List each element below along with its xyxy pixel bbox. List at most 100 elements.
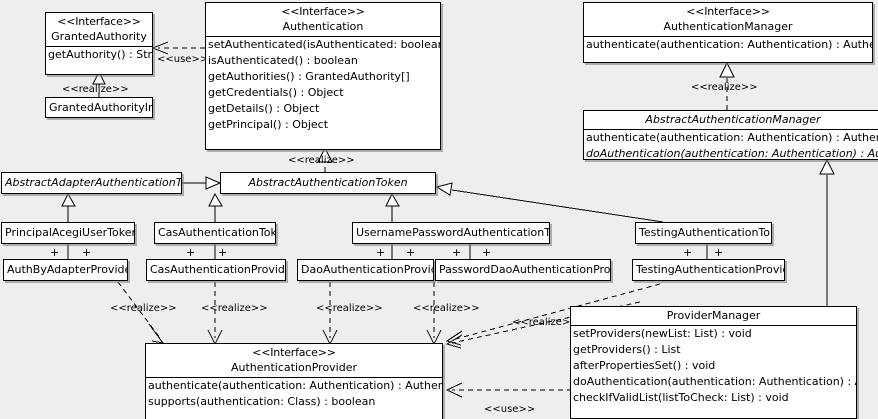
class-header-grantedauthority: <<Interface>> GrantedAuthority bbox=[46, 13, 152, 46]
member-authenticate: authenticate(authentication: Authenticat… bbox=[586, 131, 878, 144]
class-name: PasswordDaoAuthenticationProvider bbox=[439, 263, 611, 276]
class-box-passworddaoauthenticationprovider[interactable]: PasswordDaoAuthenticationProvider bbox=[435, 259, 611, 281]
class-box-casauthenticationprovider[interactable]: CasAuthenticationProvider bbox=[146, 259, 286, 281]
class-members-authenticationprovider: authenticate(authentication: Authenticat… bbox=[146, 378, 442, 410]
edge-label-realize-abstractauthenticationmanager: <<realize>> bbox=[691, 82, 758, 93]
class-name: AbstractAdapterAuthenticationToken bbox=[5, 176, 182, 189]
class-box-abstractauthenticationtoken[interactable]: AbstractAuthenticationToken bbox=[220, 172, 436, 194]
class-members-authenticationmanager: authenticate(authentication: Authenticat… bbox=[584, 37, 872, 53]
assoc-plus-upat-right: + bbox=[406, 246, 416, 259]
class-name: AuthByAdapterProvider bbox=[7, 263, 128, 276]
arrowhead-use-grantedauthority bbox=[151, 41, 169, 55]
arrowhead-realize-providermanager bbox=[445, 334, 463, 349]
assoc-plus-cas-left: + bbox=[186, 246, 196, 259]
edge-label-use-providermanager: <<use>> bbox=[484, 404, 536, 415]
member-authenticate: authenticate(authentication: Authenticat… bbox=[586, 38, 872, 51]
class-members-providermanager: setProviders(newList: List) : void getPr… bbox=[571, 326, 856, 406]
arrowhead-generalize-abstracttoken-testing bbox=[435, 182, 453, 196]
class-header-testingauthenticationprovider: TestingAuthenticationProvider bbox=[633, 260, 784, 280]
assoc-plus-upat2-left: + bbox=[452, 246, 462, 259]
class-header-authbyadapterprovider: AuthByAdapterProvider bbox=[4, 260, 128, 280]
class-separator bbox=[584, 36, 872, 37]
class-box-testingauthenticationtoken[interactable]: TestingAuthenticationToken bbox=[635, 222, 772, 244]
class-box-abstractadapterauthenticationtoken[interactable]: AbstractAdapterAuthenticationToken bbox=[1, 172, 182, 194]
member-getdetails: getDetails() : Object bbox=[208, 102, 320, 115]
assoc-plus-principalacegi-right: + bbox=[82, 246, 92, 259]
class-name: AuthenticationProvider bbox=[230, 361, 358, 374]
class-header-abstractadapterauthenticationtoken: AbstractAdapterAuthenticationToken bbox=[2, 173, 182, 193]
member-isauthenticated: isAuthenticated() : boolean bbox=[208, 54, 358, 67]
member-doauthentication: doAuthentication(authentication: Authent… bbox=[586, 147, 878, 160]
edge-label-use-grantedauthority: <<use>> bbox=[157, 54, 209, 65]
arrowhead-realize-authprovider-testing bbox=[445, 330, 463, 346]
arrowhead-generalize-abstractauthenticationtoken-left bbox=[205, 176, 222, 190]
class-box-grantedauthorityimpl[interactable]: GrantedAuthorityImpl bbox=[45, 97, 153, 118]
class-name: AbstractAuthenticationToken bbox=[248, 176, 408, 189]
assoc-plus-upat-left: + bbox=[376, 246, 386, 259]
class-header-casauthenticationprovider: CasAuthenticationProvider bbox=[147, 260, 285, 280]
class-header-principalacegiusertoken: PrincipalAcegiUserToken bbox=[2, 223, 135, 243]
assoc-plus-upat2-right: + bbox=[482, 246, 492, 259]
class-box-principalacegiusertoken[interactable]: PrincipalAcegiUserToken bbox=[1, 222, 135, 244]
class-box-providermanager[interactable]: ProviderManager setProviders(newList: Li… bbox=[570, 306, 857, 419]
member-setauthenticated: setAuthenticated(isAuthenticated: boolea… bbox=[208, 38, 440, 51]
link-generalize-testingauthenticationtoken bbox=[451, 189, 664, 223]
class-name: UsernamePasswordAuthenticationToken bbox=[356, 226, 550, 239]
class-box-abstractauthenticationmanager[interactable]: AbstractAuthenticationManager authentica… bbox=[583, 110, 878, 160]
class-stereotype: <<Interface>> bbox=[686, 5, 770, 18]
class-separator bbox=[571, 325, 856, 326]
member-getauthorities: getAuthorities() : GrantedAuthority[] bbox=[208, 70, 410, 83]
edge-label-realize-passworddaoauthenticationprovider: <<realize>> bbox=[413, 303, 480, 314]
class-box-authentication[interactable]: <<Interface>> Authentication setAuthenti… bbox=[205, 2, 441, 150]
class-name: AbstractAuthenticationManager bbox=[645, 113, 821, 126]
arrowhead-use-authenticationprovider bbox=[445, 382, 463, 398]
class-name: AuthenticationManager bbox=[663, 20, 793, 33]
class-box-daoauthenticationprovider[interactable]: DaoAuthenticationProvider bbox=[297, 259, 434, 281]
member-checkifvalidlist: checkIfValidList(listToCheck: List) : vo… bbox=[573, 391, 789, 404]
member-authenticate: authenticate(authentication: Authenticat… bbox=[148, 379, 442, 392]
class-name: GrantedAuthorityImpl bbox=[49, 101, 152, 114]
member-getprincipal: getPrincipal() : Object bbox=[208, 118, 329, 131]
arrowhead-realize-authenticationmanager bbox=[719, 61, 735, 78]
arrowhead-generalize-abstractadapter bbox=[61, 192, 76, 207]
class-box-casauthenticationtoken[interactable]: CasAuthenticationToken bbox=[154, 222, 276, 244]
class-box-grantedauthority[interactable]: <<Interface>> GrantedAuthority getAuthor… bbox=[45, 12, 153, 75]
class-box-authenticationprovider[interactable]: <<Interface>> AuthenticationProvider aut… bbox=[145, 343, 443, 419]
class-name: Authentication bbox=[282, 20, 364, 33]
class-members-grantedauthority: getAuthority() : String bbox=[46, 47, 152, 63]
class-members-abstractauthenticationmanager: authenticate(authentication: Authenticat… bbox=[584, 130, 878, 160]
member-afterpropertiesset: afterPropertiesSet() : void bbox=[573, 359, 716, 372]
class-header-casauthenticationtoken: CasAuthenticationToken bbox=[155, 223, 276, 243]
class-name: DaoAuthenticationProvider bbox=[301, 263, 433, 276]
class-header-authentication: <<Interface>> Authentication bbox=[206, 3, 440, 36]
class-name: CasAuthenticationToken bbox=[158, 226, 276, 239]
edge-label-realize-testingauthenticationprovider: <<realize>> bbox=[512, 317, 579, 328]
edge-label-realize-grantedauthorityimpl: <<realize>> bbox=[62, 84, 129, 95]
arrowhead-generalize-abstracttoken-upat bbox=[385, 192, 400, 207]
class-header-authenticationprovider: <<Interface>> AuthenticationProvider bbox=[146, 344, 442, 377]
class-name: GrantedAuthority bbox=[51, 30, 147, 43]
class-header-abstractauthenticationmanager: AbstractAuthenticationManager bbox=[584, 111, 878, 129]
class-separator bbox=[584, 129, 878, 130]
class-name: ProviderManager bbox=[666, 309, 761, 322]
class-box-testingauthenticationprovider[interactable]: TestingAuthenticationProvider bbox=[632, 259, 785, 281]
edge-label-realize-casauthenticationprovider: <<realize>> bbox=[201, 303, 268, 314]
class-header-abstractauthenticationtoken: AbstractAuthenticationToken bbox=[221, 173, 435, 193]
class-stereotype: <<Interface>> bbox=[57, 15, 141, 28]
assoc-plus-testing-left: + bbox=[683, 246, 693, 259]
member-getcredentials: getCredentials() : Object bbox=[208, 86, 344, 99]
edge-label-realize-abstractauthenticationtoken: <<realize>> bbox=[288, 155, 355, 166]
arrowhead-realize-grantedauthority bbox=[92, 70, 106, 85]
class-header-testingauthenticationtoken: TestingAuthenticationToken bbox=[636, 223, 771, 243]
arrowhead-generalize-abstractmanager-right bbox=[819, 158, 835, 175]
class-box-authbyadapterprovider[interactable]: AuthByAdapterProvider bbox=[3, 259, 128, 281]
class-box-authenticationmanager[interactable]: <<Interface>> AuthenticationManager auth… bbox=[583, 2, 873, 63]
class-separator bbox=[206, 36, 440, 37]
member-setproviders: setProviders(newList: List) : void bbox=[573, 327, 752, 340]
assoc-plus-testing-right: + bbox=[714, 246, 724, 259]
class-box-usernamepasswordauthenticationtoken[interactable]: UsernamePasswordAuthenticationToken bbox=[352, 222, 550, 244]
class-header-daoauthenticationprovider: DaoAuthenticationProvider bbox=[298, 260, 433, 280]
class-name: PrincipalAcegiUserToken bbox=[5, 226, 135, 239]
